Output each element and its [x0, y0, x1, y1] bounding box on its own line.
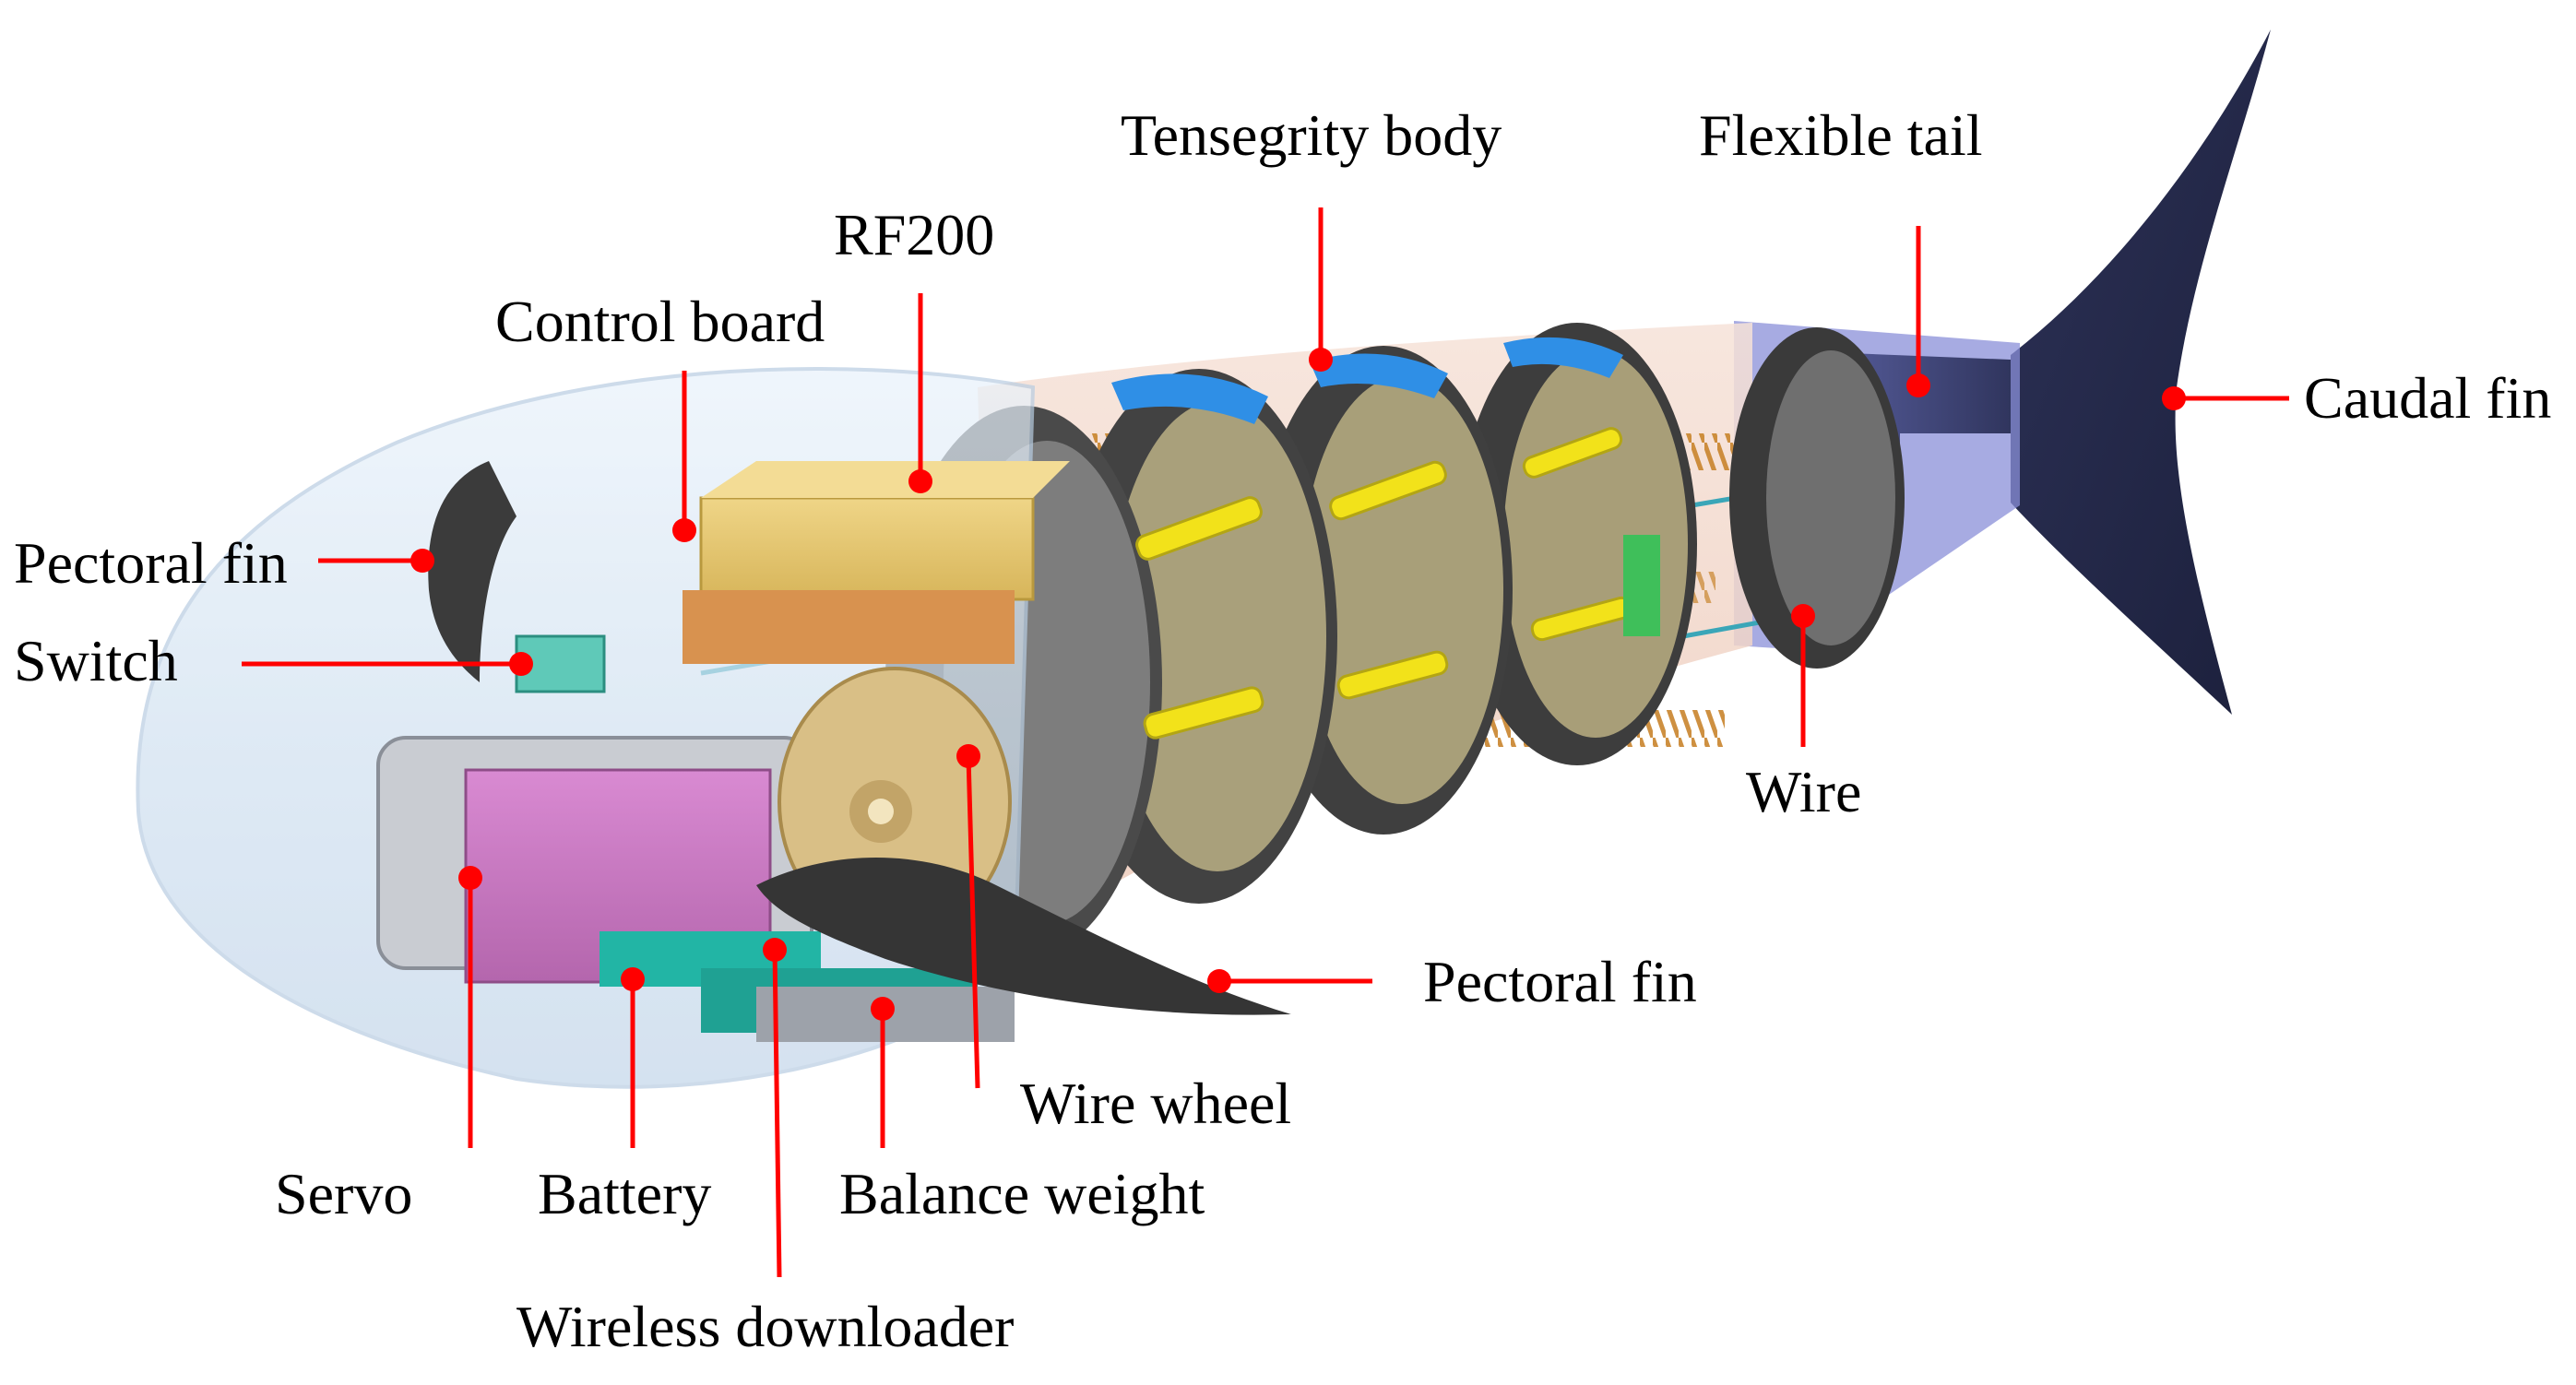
- callout-rf200: RF200: [834, 202, 994, 493]
- callout-servo: Servo: [275, 866, 482, 1226]
- pectoral-fin-lower: [756, 858, 1291, 1015]
- label-wire: Wire: [1746, 759, 1861, 824]
- label-control-board: Control board: [495, 289, 825, 354]
- label-flexible-tail: Flexible tail: [1699, 102, 1983, 168]
- callout-switch: Switch: [14, 628, 533, 693]
- label-servo: Servo: [275, 1161, 412, 1226]
- label-pectoral-fin-left: Pectoral fin: [14, 530, 288, 596]
- tensegrity-links: [1135, 427, 1633, 740]
- fish-illustration: [136, 30, 2271, 1089]
- callout-wire: Wire: [1746, 604, 1861, 824]
- label-battery: Battery: [538, 1161, 711, 1226]
- callout-pectoral-fin-left: Pectoral fin: [14, 530, 434, 596]
- label-pectoral-fin-right: Pectoral fin: [1423, 949, 1697, 1014]
- label-caudal-fin: Caudal fin: [2304, 365, 2551, 431]
- callout-battery: Battery: [538, 967, 711, 1226]
- label-balance-weight: Balance weight: [839, 1161, 1205, 1226]
- label-tensegrity-body: Tensegrity body: [1121, 102, 1502, 168]
- callout-control-board: Control board: [495, 289, 825, 542]
- caudal-fin-shape: [2011, 30, 2271, 715]
- vertebra-rings: [885, 323, 1905, 959]
- callout-wireless-downloader: Wireless downloader: [516, 938, 1014, 1359]
- label-wireless-downloader: Wireless downloader: [516, 1294, 1014, 1359]
- callout-flexible-tail: Flexible tail: [1699, 102, 1983, 397]
- rf200-module: [683, 461, 1070, 664]
- callout-balance-weight: Balance weight: [839, 997, 1205, 1226]
- green-connector: [1623, 535, 1660, 636]
- callout-tensegrity-body: Tensegrity body: [1121, 102, 1502, 372]
- label-switch: Switch: [14, 628, 178, 693]
- pectoral-fin-upper: [428, 461, 516, 682]
- callout-caudal-fin: Caudal fin: [2162, 365, 2551, 431]
- label-wire-wheel: Wire wheel: [1020, 1071, 1291, 1136]
- label-rf200: RF200: [834, 202, 994, 267]
- callout-pectoral-fin-right: Pectoral fin: [1207, 949, 1697, 1014]
- callout-wire-wheel: Wire wheel: [956, 744, 1291, 1136]
